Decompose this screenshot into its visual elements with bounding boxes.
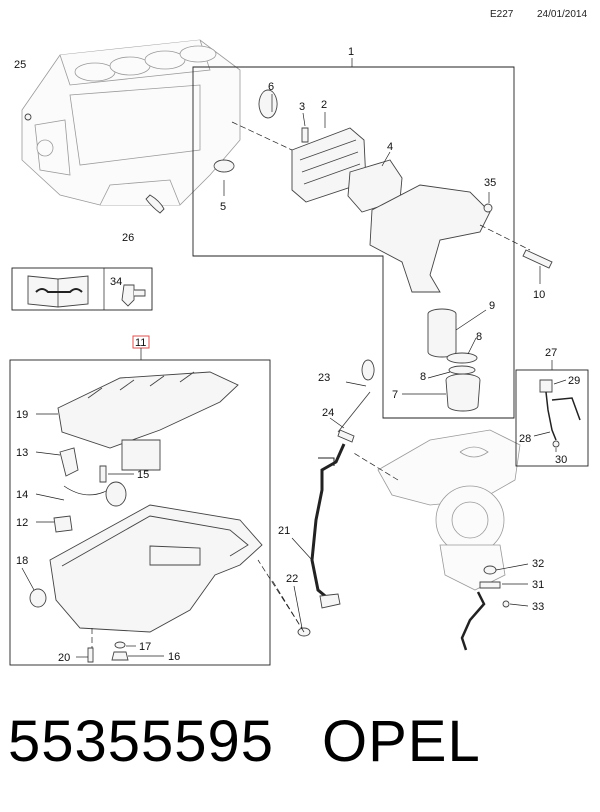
callout-25: 25 <box>14 59 26 71</box>
sensor-13 <box>59 447 79 477</box>
gasket-32 <box>483 565 497 575</box>
callout-10: 10 <box>533 289 545 301</box>
callout-15: 15 <box>137 469 149 481</box>
callout-8b: 8 <box>420 371 426 383</box>
flange-31 <box>479 581 501 589</box>
callout-28: 28 <box>519 433 531 445</box>
callout-1: 1 <box>348 46 354 58</box>
callout-22: 22 <box>286 573 298 585</box>
callout-23: 23 <box>318 372 330 384</box>
callout-5: 5 <box>220 201 226 213</box>
callout-31: 31 <box>532 579 544 591</box>
callout-9: 9 <box>489 300 495 312</box>
diagram-code: E227 <box>490 9 514 20</box>
callout-7: 7 <box>392 389 398 401</box>
frame-assembly-1 <box>192 66 515 419</box>
sensor-26 <box>145 194 165 214</box>
callout-20: 20 <box>58 652 70 664</box>
oil-filter-housing <box>369 184 491 283</box>
diagram-date: 24/01/2014 <box>537 9 588 20</box>
callout-32: 32 <box>532 558 544 570</box>
callout-18: 18 <box>16 555 28 567</box>
plug-25 <box>24 113 32 121</box>
callout-2: 2 <box>321 99 327 111</box>
plug-12 <box>53 515 73 533</box>
bolt-15 <box>99 465 107 483</box>
seal-5 <box>213 159 235 173</box>
filter-element-9 <box>427 308 457 358</box>
callout-26: 26 <box>122 232 134 244</box>
bolt-10 <box>522 249 553 269</box>
pipe-28 <box>545 391 581 441</box>
bolt-20 <box>87 647 94 663</box>
bolt-33 <box>502 600 510 608</box>
washer-30 <box>552 440 560 448</box>
open-book-wrench-icon <box>27 275 89 308</box>
callout-35: 35 <box>484 177 496 189</box>
callout-8a: 8 <box>476 331 482 343</box>
o-ring-8b <box>448 365 476 375</box>
fitting-29 <box>539 379 553 393</box>
exploded-parts-diagram: 1 2 3 4 5 6 7 8 8 9 10 11 12 13 14 15 16… <box>9 39 589 666</box>
seal-24 <box>337 429 355 443</box>
fitting-tool-icon <box>121 284 146 307</box>
callout-11: 11 <box>135 337 146 349</box>
seal-18 <box>29 588 47 608</box>
plug-16 <box>111 651 129 661</box>
seal-6 <box>258 89 278 119</box>
o-ring-8a <box>446 352 478 364</box>
filter-cap-7 <box>445 373 481 412</box>
part-number: 55355595 <box>8 709 275 774</box>
callout-24: 24 <box>322 407 334 419</box>
guide-tube-21 <box>310 443 346 602</box>
callout-30: 30 <box>555 454 567 466</box>
screw-3 <box>301 127 309 143</box>
washer-17 <box>114 641 126 649</box>
baffle-19 <box>57 371 239 449</box>
brand-name: OPEL <box>322 709 481 774</box>
callout-21: 21 <box>278 525 290 537</box>
callout-17: 17 <box>139 641 151 653</box>
callout-19: 19 <box>16 409 28 421</box>
dipstick-23 <box>337 359 375 433</box>
callout-16: 16 <box>168 651 180 663</box>
callout-6: 6 <box>268 81 274 93</box>
return-pipe <box>460 591 486 651</box>
turbocharger <box>377 429 521 591</box>
callout-29: 29 <box>568 375 580 387</box>
callout-33: 33 <box>532 601 544 613</box>
callout-14: 14 <box>16 489 28 501</box>
callout-12: 12 <box>16 517 28 529</box>
info-icon-box <box>11 267 153 311</box>
frame-oil-pan <box>9 359 271 666</box>
callout-4: 4 <box>387 141 393 153</box>
callout-27: 27 <box>545 347 557 359</box>
engine-block <box>21 39 241 206</box>
callout-3: 3 <box>299 101 305 113</box>
plug-35 <box>483 203 493 213</box>
callout-34: 34 <box>110 276 122 288</box>
callout-13: 13 <box>16 447 28 459</box>
